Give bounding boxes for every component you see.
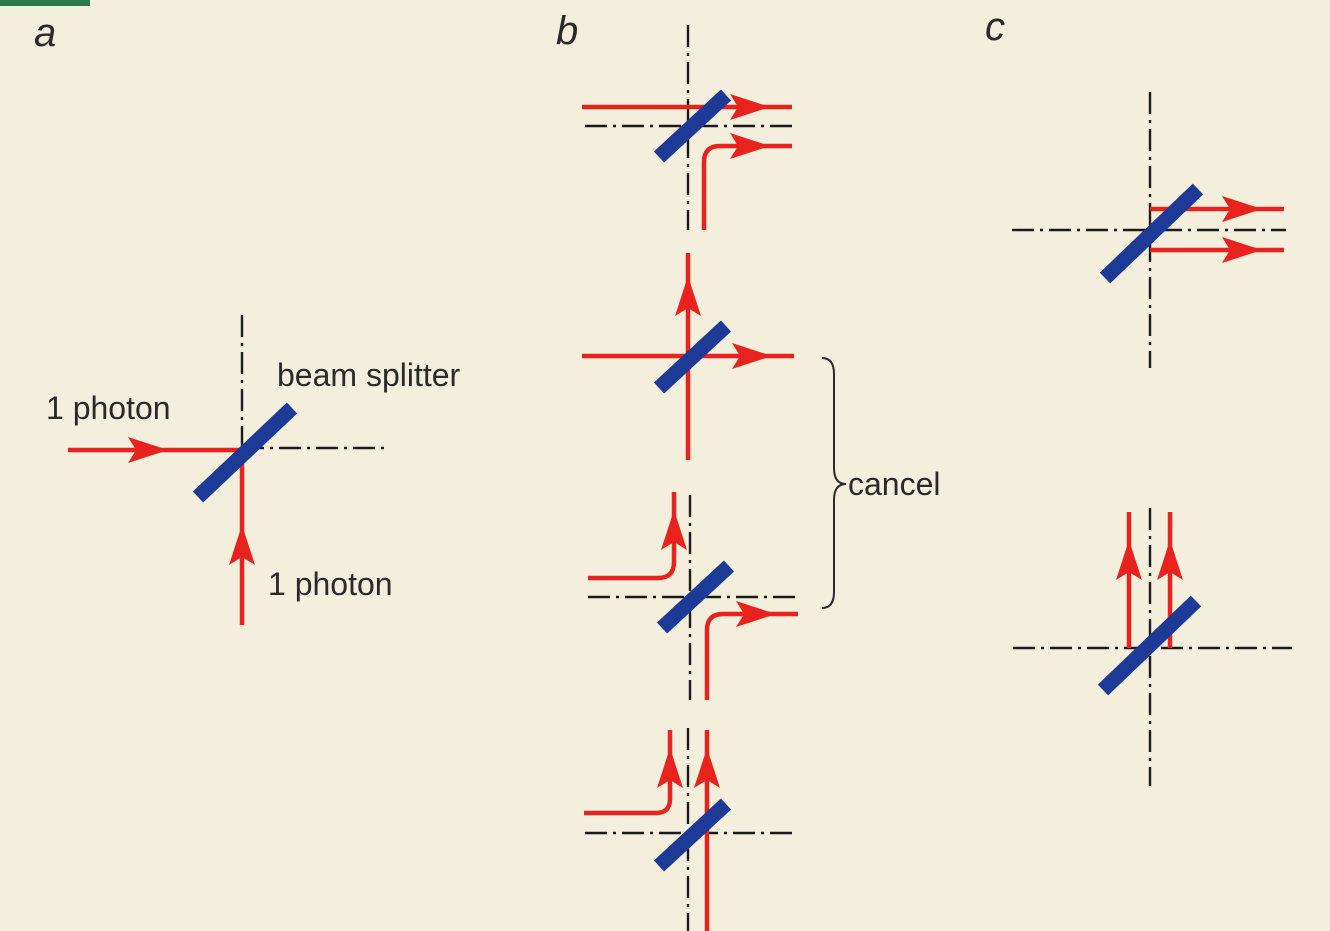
panel-b-case-4 (584, 728, 795, 931)
panel-b3-beam-splitter (656, 560, 735, 634)
panel-b4-arrow-left (657, 748, 683, 788)
panel-a: a 1 photon beam splitter 1 photon (34, 11, 461, 625)
panel-b3-beam-right (704, 611, 798, 700)
panel-b2-arrow-right (732, 343, 772, 369)
panel-b1-arrow-top (730, 94, 770, 120)
panel-a-bottom-arrow (229, 525, 255, 565)
panel-c1-arrow-bottom (1222, 237, 1262, 263)
panel-c2-arrow-left (1116, 540, 1142, 580)
panel-b1-arrow-bottom (730, 133, 770, 159)
panel-c-case-2 (1013, 508, 1292, 786)
panel-b3-arrow-up (661, 510, 687, 550)
panel-c2-beam-splitter (1097, 595, 1202, 696)
panel-b3-beam-up (588, 492, 677, 581)
panel-c2-arrow-right (1157, 540, 1183, 580)
panel-b4-beam-left (584, 730, 673, 816)
panel-c1-arrow-top (1222, 196, 1262, 222)
panel-b-case-3 (588, 492, 798, 700)
panel-b3-arrow-right (736, 601, 776, 627)
panel-b-cancel-brace (821, 357, 847, 609)
panel-a-photon-left-label: 1 photon (46, 390, 171, 426)
panel-c1-beam-splitter (1099, 183, 1204, 284)
corner-strip (0, 0, 90, 6)
panel-b1-beam-splitter (653, 89, 732, 163)
panel-a-photon-bottom-label: 1 photon (268, 566, 393, 602)
panel-b1-beam-bottom (701, 143, 792, 230)
panel-b-case-2 (582, 253, 794, 460)
panel-a-left-arrow (128, 437, 168, 463)
panel-b4-beam-splitter (653, 798, 732, 872)
panel-c: c (985, 5, 1292, 786)
panel-c-label: c (985, 5, 1005, 49)
panel-a-label: a (34, 11, 56, 55)
panel-b4-arrow-right (694, 748, 720, 788)
panel-c-case-1 (1012, 92, 1286, 368)
panel-a-beam-splitter (192, 402, 298, 503)
panel-b: b ca (556, 9, 941, 931)
panel-b-cancel-label: cancel (848, 466, 941, 502)
panel-b-case-1 (582, 25, 792, 230)
panel-a-beam-splitter-label: beam splitter (277, 357, 461, 393)
panel-b2-arrow-up (675, 276, 701, 316)
panel-b2-beam-splitter (653, 320, 732, 394)
panel-b-label: b (556, 9, 578, 53)
